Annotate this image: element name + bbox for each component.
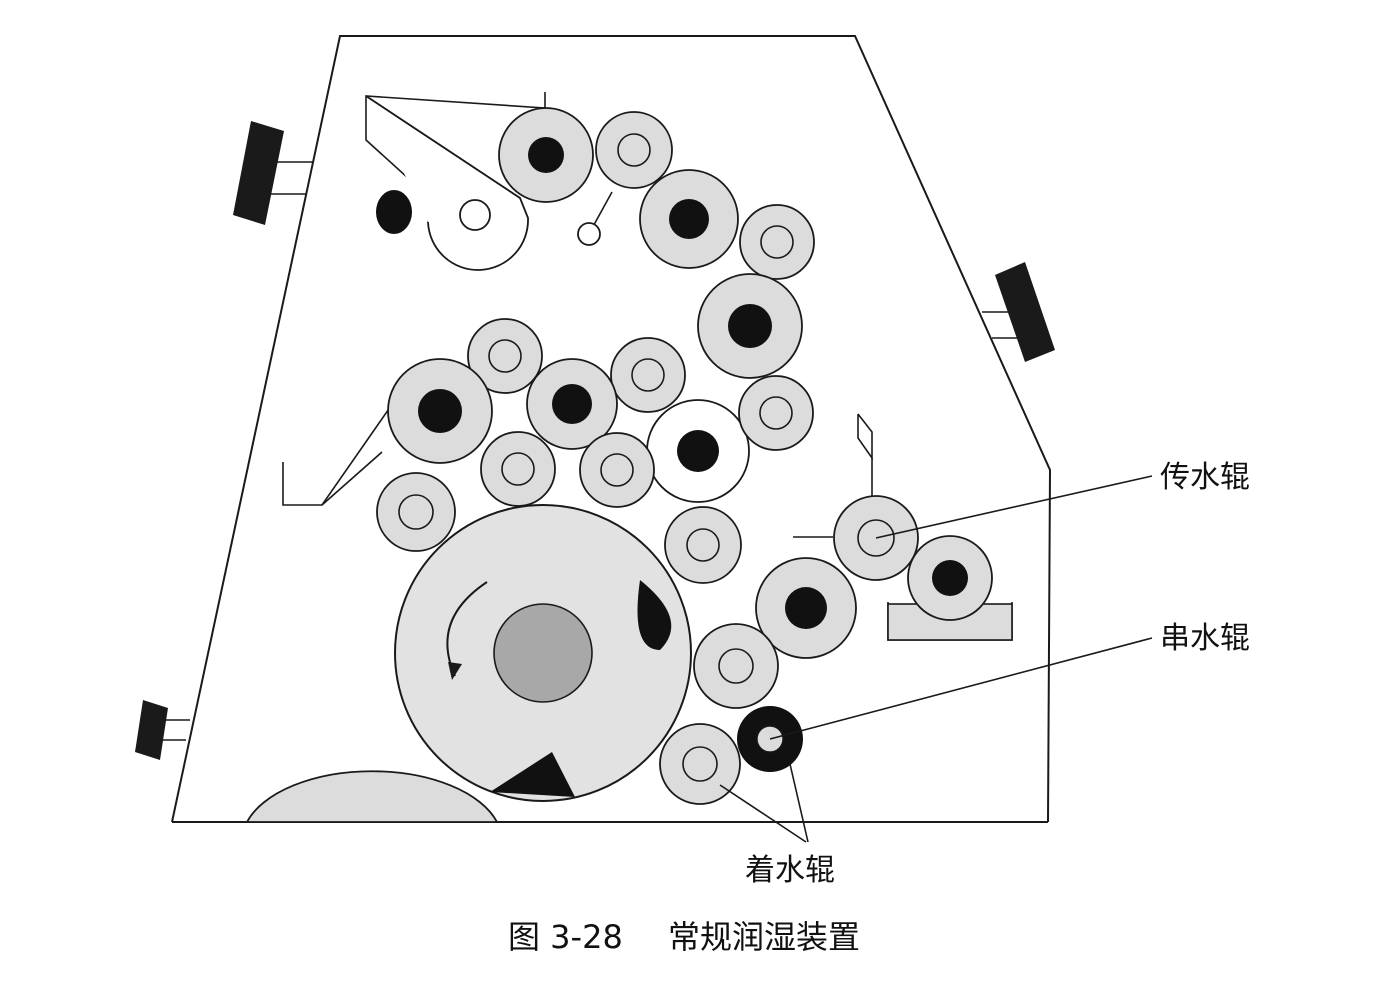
leader-lines	[719, 475, 1153, 843]
caption-title: 常规润湿装置	[668, 918, 860, 956]
water-pan	[887, 602, 1013, 641]
impression-cylinder	[245, 770, 499, 823]
roller-1	[498, 107, 594, 203]
roller-14	[376, 472, 456, 552]
roller-11	[738, 375, 814, 451]
frame-handle-upper-left	[233, 121, 314, 225]
label-form-roller: 传水辊	[1160, 460, 1250, 495]
roller-17	[693, 623, 779, 709]
roller-4	[739, 204, 815, 280]
roller-15	[664, 506, 742, 584]
label-dampening-roller: 着水辊	[745, 853, 835, 888]
roller-3	[639, 169, 739, 269]
roller-7	[610, 337, 686, 413]
roller-10	[646, 399, 750, 503]
roller-13	[579, 432, 655, 508]
metering-flag	[793, 413, 873, 538]
roller-5	[697, 273, 803, 379]
roller-2	[595, 111, 673, 189]
roller-9	[526, 358, 618, 450]
fountain-roller	[907, 535, 993, 621]
water-fountain	[365, 92, 613, 271]
roller-12	[480, 431, 556, 507]
roller-6	[467, 318, 543, 394]
caption-number: 图 3-28	[508, 918, 623, 956]
frame-handle-lower-left	[135, 700, 190, 760]
frame-handle-right	[982, 262, 1055, 362]
roller-chain	[376, 107, 993, 805]
label-oscillator-roller: 串水辊	[1160, 621, 1250, 656]
left-guide-plate	[282, 402, 394, 506]
roller-8	[387, 358, 493, 464]
roller-16	[755, 557, 857, 659]
dampening-form-roller	[659, 723, 741, 805]
plate-cylinder	[394, 504, 692, 802]
